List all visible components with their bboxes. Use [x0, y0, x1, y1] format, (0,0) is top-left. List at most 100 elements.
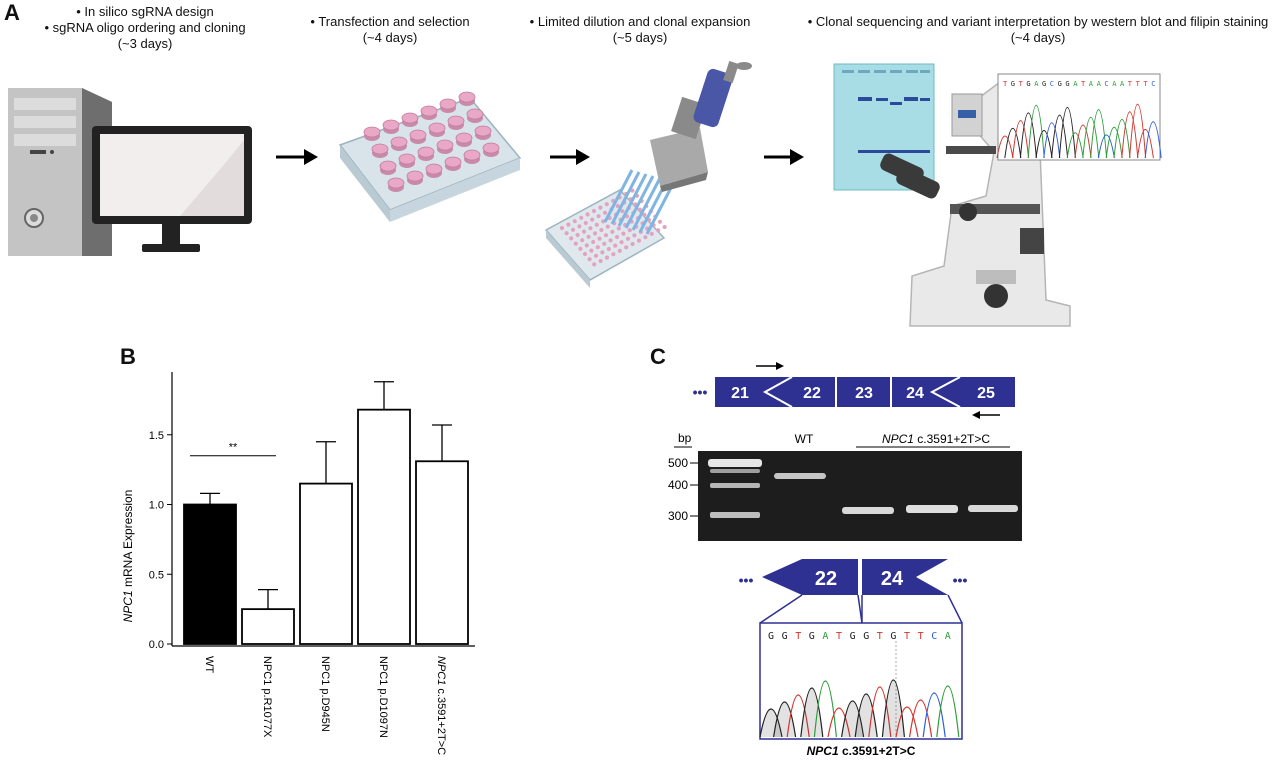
trace-peak: [1019, 112, 1037, 159]
well: [592, 231, 598, 236]
well: [580, 238, 585, 243]
well: [582, 251, 588, 257]
bar-2: [299, 482, 353, 645]
base-letter: T: [1019, 80, 1024, 88]
x-tick-label: WT: [203, 656, 215, 673]
base-letter: A: [1097, 80, 1102, 88]
well: [610, 229, 615, 234]
well: [604, 202, 609, 207]
base-letter: A: [1089, 80, 1094, 88]
well: [605, 224, 610, 229]
trace-peak: [1144, 121, 1162, 159]
panel-c-figure: ••• 21 22 23 24 25 bp WT NPC1 c.3591+2T>…: [668, 362, 1022, 758]
base-letter: T: [1136, 80, 1141, 88]
well: [643, 235, 648, 240]
step-1-line-1: • In silico sgRNA design: [76, 4, 214, 19]
trace-peak: [996, 135, 1014, 159]
y-axis-label-rest: mRNA Expression: [121, 490, 135, 591]
well: [608, 238, 613, 243]
y-tick-label: 1.5: [149, 430, 164, 442]
significance-stars: **: [229, 442, 238, 454]
well: [588, 226, 593, 231]
well: [621, 231, 626, 236]
arrow-1-icon: [276, 149, 318, 165]
base-letter: G: [863, 631, 869, 642]
computer-tower-icon: [8, 88, 112, 256]
bp-500: 500: [668, 456, 688, 470]
mutant-band-1: [842, 507, 894, 514]
step-3-text: • Limited dilution and clonal expansion …: [510, 14, 770, 46]
trace-peak: [1058, 106, 1076, 159]
base-letter: G: [1026, 80, 1030, 88]
step-2-text: • Transfection and selection (~4 days): [295, 14, 485, 46]
well: [649, 231, 654, 236]
well: [578, 246, 583, 251]
x-tick-label: NPC1 p.R1077X: [261, 656, 273, 738]
base-letter: G: [890, 631, 896, 642]
well-top: [458, 91, 476, 103]
well-top: [425, 163, 443, 175]
exon-21: 21: [731, 385, 749, 402]
base-letter: A: [1112, 80, 1117, 88]
well: [589, 248, 594, 253]
y-tick-label: 0.0: [149, 639, 164, 651]
well: [613, 243, 618, 248]
well-top: [371, 143, 389, 155]
well-top: [466, 108, 484, 120]
well: [575, 232, 580, 238]
base-letter: T: [1143, 80, 1148, 88]
exon-22: 22: [803, 385, 821, 402]
well: [620, 209, 625, 214]
exon-24: 24: [906, 385, 924, 402]
base-letter: T: [1081, 80, 1086, 88]
well: [636, 238, 642, 243]
trace-peak: [895, 706, 919, 738]
well-top: [398, 153, 416, 165]
bar-3: [357, 408, 411, 645]
trace-peak: [1035, 130, 1053, 159]
forward-primer-arrow: [756, 362, 784, 370]
trace-peak: [1121, 111, 1139, 159]
well-top: [417, 146, 435, 158]
trace-peak: [854, 693, 878, 738]
well: [564, 231, 569, 236]
well: [586, 234, 591, 239]
base-letter: T: [1003, 80, 1008, 88]
step-4-text: • Clonal sequencing and variant interpre…: [796, 14, 1280, 46]
well: [602, 210, 608, 215]
pipette-plate-icon: [544, 60, 752, 288]
trace-peak: [786, 694, 810, 738]
base-letter: C: [1104, 80, 1108, 88]
well: [627, 228, 632, 233]
well: [619, 240, 624, 245]
ladder-bands: [708, 459, 762, 518]
trace-peak: [1129, 103, 1147, 159]
well-top: [382, 119, 400, 131]
well-top: [363, 126, 381, 138]
well: [617, 248, 622, 253]
step-4-line-1: • Clonal sequencing and variant interpre…: [807, 14, 1269, 29]
well: [583, 220, 588, 226]
junction-ellipsis-left: •••: [739, 572, 754, 588]
well: [603, 233, 609, 238]
well: [569, 236, 574, 241]
well: [602, 241, 607, 246]
well: [625, 236, 631, 241]
exon-23: 23: [855, 385, 873, 402]
panel-c-label: C: [650, 344, 666, 369]
well-top: [390, 136, 408, 148]
trace-peak: [1051, 114, 1069, 159]
trace-peak: [1066, 132, 1084, 159]
trace-peak: [1113, 119, 1131, 159]
base-letter: A: [822, 631, 828, 642]
x-tick-label: NPC1 c.3591+2T>C: [435, 656, 447, 755]
base-letter: A: [1120, 80, 1125, 88]
well: [592, 262, 597, 267]
well: [611, 252, 616, 257]
well-top: [455, 132, 473, 144]
trace-peak: [1004, 127, 1022, 159]
base-letter: G: [1058, 80, 1062, 88]
y-tick-label: 0.5: [149, 569, 164, 581]
trace-peak: [759, 708, 783, 738]
